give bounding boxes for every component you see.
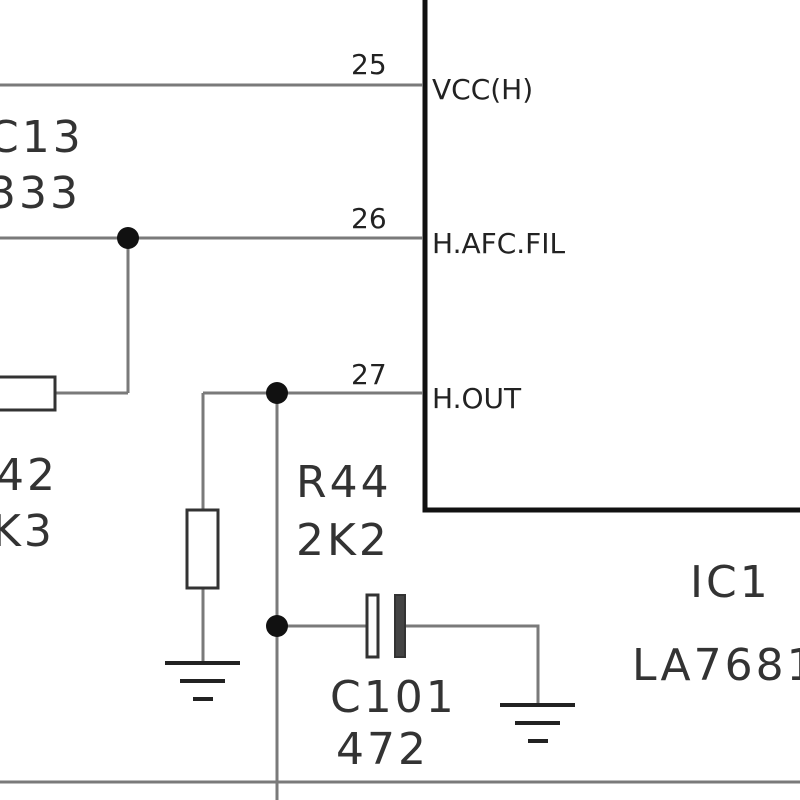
ic-ref-label: IC1 bbox=[690, 557, 771, 608]
r42-ref-label: 42 bbox=[0, 450, 58, 501]
capacitor-c101-plate-left bbox=[365, 593, 380, 659]
resistor-r42-body bbox=[0, 375, 57, 412]
junction-dot-pin27 bbox=[266, 382, 288, 404]
junction-dot-pin26 bbox=[117, 227, 139, 249]
wire-c101-right bbox=[405, 624, 540, 705]
resistor-vertical-body bbox=[185, 508, 220, 590]
ground-symbol-left bbox=[165, 661, 240, 701]
c13-value-label: 333 bbox=[0, 168, 81, 219]
pin-number-27: 27 bbox=[351, 358, 387, 391]
pin-name-hout: H.OUT bbox=[432, 382, 522, 415]
ground-symbol-right bbox=[500, 703, 575, 743]
c101-value-label: 472 bbox=[336, 724, 429, 775]
r42-value-label: K3 bbox=[0, 506, 55, 557]
pin-name-vcc: VCC(H) bbox=[432, 73, 533, 106]
r44-ref-label: R44 bbox=[296, 457, 392, 508]
capacitor-c101-plate-right bbox=[394, 594, 406, 658]
pin-name-hafcfil: H.AFC.FIL bbox=[432, 227, 566, 260]
ic-body-outline bbox=[422, 0, 800, 513]
c101-ref-label: C101 bbox=[330, 672, 457, 723]
pin-number-25: 25 bbox=[351, 48, 387, 81]
c13-ref-label: C13 bbox=[0, 112, 84, 163]
r44-value-label: 2K2 bbox=[296, 515, 390, 566]
ic-part-label: LA7681 bbox=[632, 640, 800, 691]
junction-dot-c101 bbox=[266, 615, 288, 637]
pin-number-26: 26 bbox=[351, 202, 387, 235]
